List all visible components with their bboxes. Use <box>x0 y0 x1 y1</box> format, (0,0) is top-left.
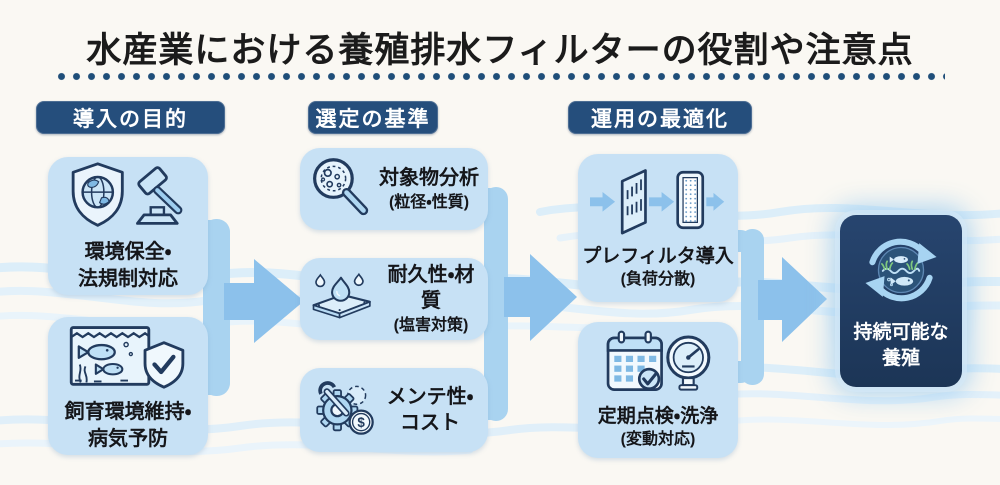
card-label: メンテ性・ コスト <box>386 385 474 434</box>
card-label: 耐久性・材質 (塩害対策) <box>387 264 475 334</box>
result-label: 持続可能な 養殖 <box>853 321 949 369</box>
aquarium-shield-check-icon <box>65 320 191 395</box>
card-label: 飼育環境維持・ 病気予防 <box>64 401 192 450</box>
page-title: 水産業における養殖排水フィルターの役割や注意点 <box>86 31 914 70</box>
card-durability-material: 耐久性・材質 (塩害対策) <box>300 258 488 340</box>
card-label: プレフィルタ導入 (負荷分散) <box>582 246 734 289</box>
section-header-criteria: 選定の基準 <box>308 101 438 134</box>
card-environment-regulation: 環境保全・ 法規制対応 <box>48 157 208 295</box>
shield-globe-gavel-icon <box>65 160 191 235</box>
prefilter-flow-icon <box>590 165 726 240</box>
card-label: 対象物分析 (粒径・性質) <box>379 167 479 211</box>
section-header-purpose: 導入の目的 <box>36 101 225 134</box>
card-label: 定期点検・洗浄 (変動対応) <box>597 406 719 449</box>
calendar-gauge-icon <box>597 329 719 400</box>
svg-text:$: $ <box>357 414 365 429</box>
card-inspection-cleaning: 定期点検・洗浄 (変動対応) <box>578 322 738 458</box>
card-breeding-disease-prevention: 飼育環境維持・ 病気予防 <box>48 317 208 455</box>
card-prefilter: プレフィルタ導入 (負荷分散) <box>578 154 738 302</box>
result-box-sustainable-aquaculture: 持続可能な 養殖 <box>840 215 962 387</box>
droplets-material-icon <box>308 268 374 331</box>
magnifier-particles-icon <box>309 156 371 223</box>
section-header-operation: 運用の最適化 <box>568 101 752 134</box>
gear-wrench-dollar-icon: $ <box>315 380 379 441</box>
recycle-fish-icon <box>862 231 940 314</box>
card-target-analysis: 対象物分析 (粒径・性質) <box>300 148 488 230</box>
card-maintenance-cost: $ メンテ性・ コスト <box>300 368 488 452</box>
card-label: 環境保全・ 法規制対応 <box>78 241 178 290</box>
dotted-divider <box>57 72 945 81</box>
